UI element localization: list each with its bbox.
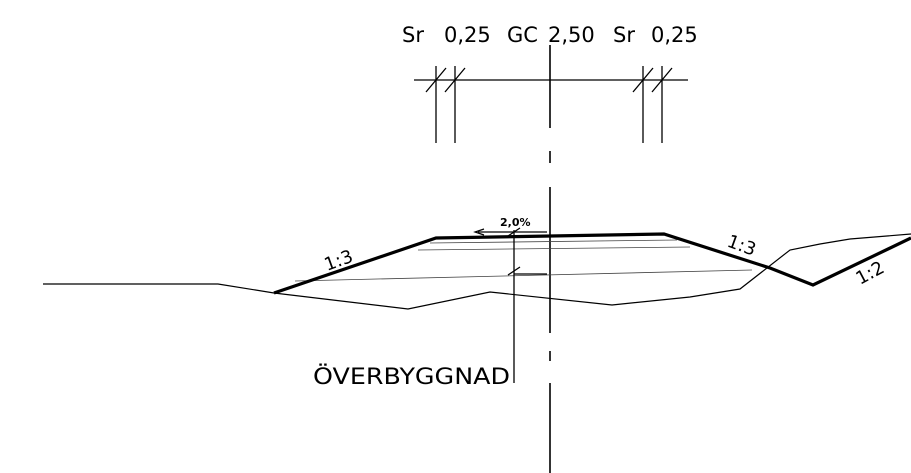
dim-shoulder-left-width: 0,25 — [444, 23, 491, 47]
dimension-line — [414, 66, 688, 143]
dim-path-code: GC — [507, 23, 538, 47]
layer-label: ÖVERBYGGNAD — [313, 364, 510, 390]
layer-pointer — [507, 227, 547, 383]
slope-label-fill-left: 1:3 — [322, 246, 356, 276]
embankment-outline — [273, 232, 911, 295]
crossfall-label: 2,0% — [500, 216, 531, 229]
layer-lines — [294, 239, 753, 282]
ground-line — [43, 233, 911, 310]
dim-shoulder-left-code: Sr — [402, 23, 424, 47]
dim-path-width: 2,50 — [548, 23, 595, 47]
crossfall-arrow — [473, 228, 547, 236]
dim-shoulder-right-code: Sr — [613, 23, 635, 47]
dim-shoulder-right-width: 0,25 — [651, 23, 698, 47]
